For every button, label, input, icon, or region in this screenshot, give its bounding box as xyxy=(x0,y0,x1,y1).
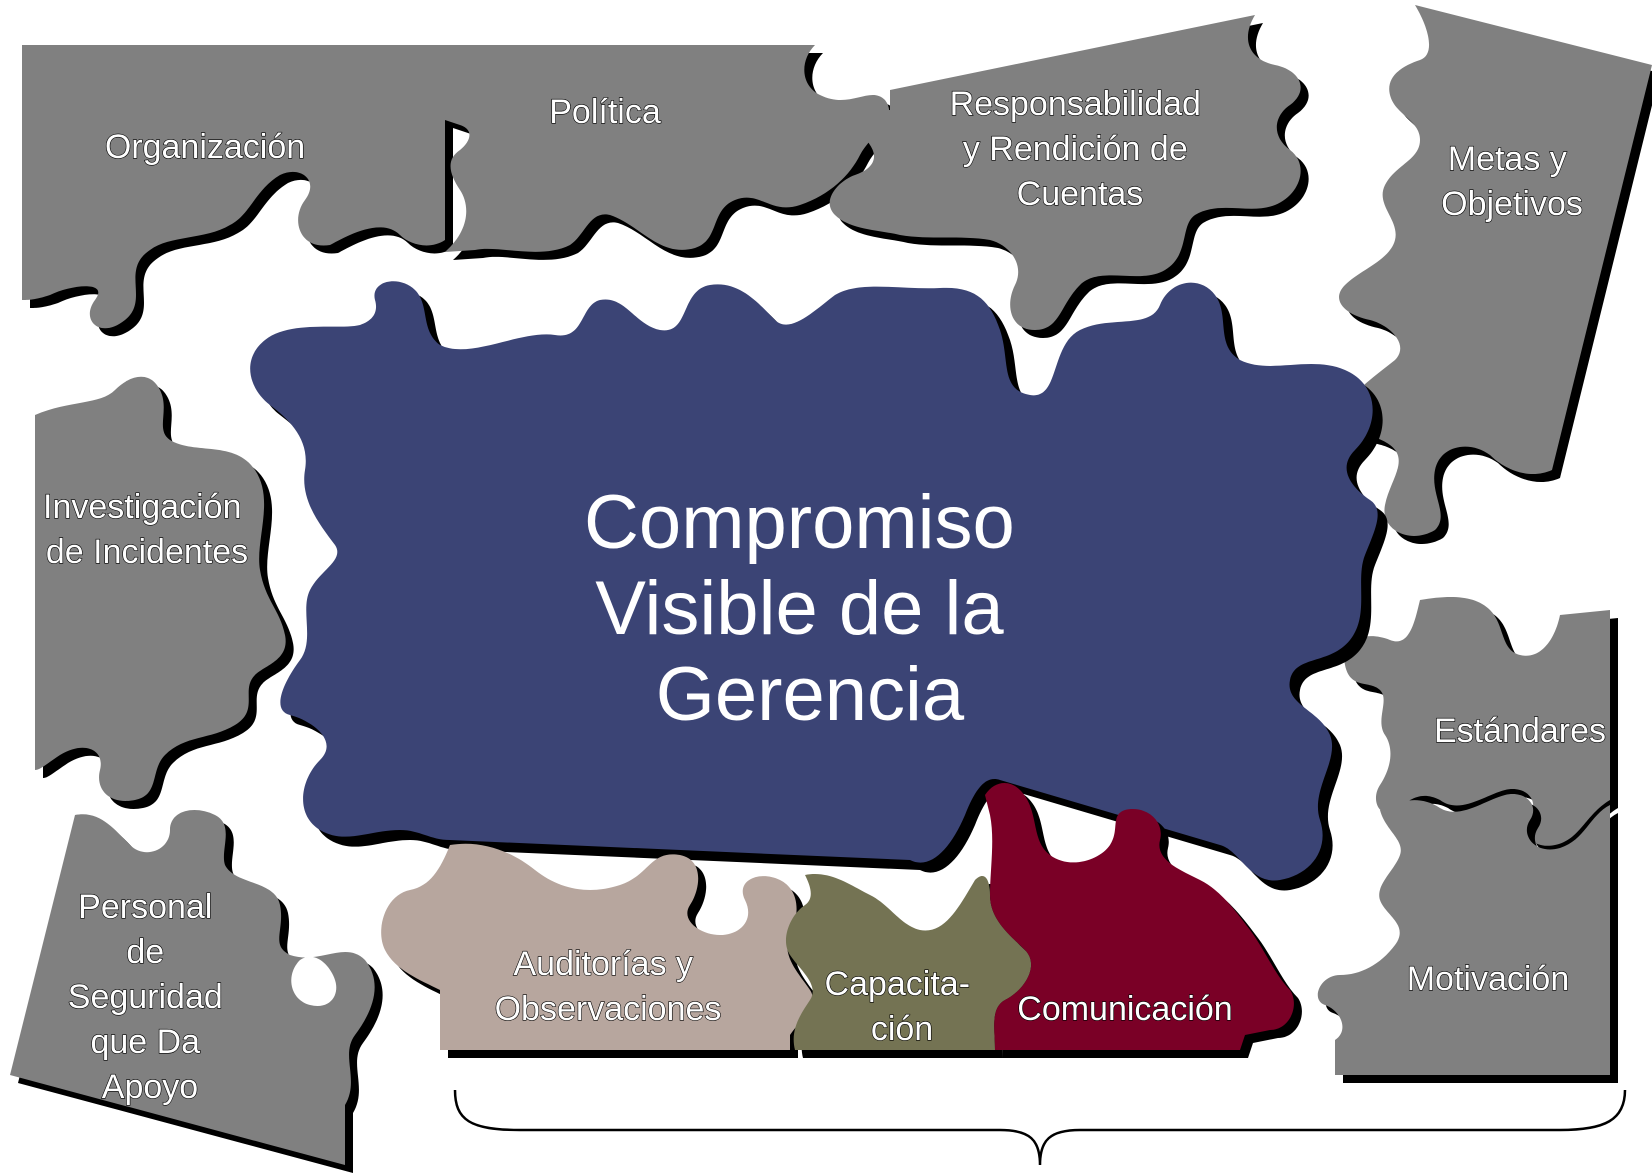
piece-comunicacion xyxy=(985,783,1302,1058)
center-line-1: Compromiso xyxy=(584,480,1015,565)
center-title: Compromiso Visible de la Gerencia xyxy=(584,480,1036,737)
label-politica: Política xyxy=(549,93,661,131)
label-responsabilidad: Responsabilidad y Rendición de Cuentas xyxy=(950,85,1211,213)
piece-compromiso-center xyxy=(250,281,1388,891)
curly-brace-icon xyxy=(453,1089,1627,1166)
piece-responsabilidad xyxy=(829,15,1309,338)
label-capacitacion: Capacita- ción xyxy=(825,965,980,1048)
piece-capacitacion xyxy=(785,874,1040,1058)
piece-organizacion xyxy=(22,45,453,337)
piece-personal xyxy=(10,810,383,1173)
center-line-2: Visible de la xyxy=(595,566,1004,651)
label-personal: Personal de Seguridad que Da Apoyo xyxy=(68,888,232,1106)
label-comunicacion: Comunicación xyxy=(1017,990,1232,1028)
label-motivacion: Motivación xyxy=(1407,960,1570,998)
piece-estandares xyxy=(1344,597,1618,854)
piece-metas xyxy=(1339,5,1652,544)
label-investigacion: Investigación de Incidentes xyxy=(43,488,251,571)
center-line-3: Gerencia xyxy=(656,652,965,737)
piece-politica xyxy=(445,45,898,260)
piece-investigacion xyxy=(35,376,294,809)
label-estandares: Estándares xyxy=(1434,712,1606,750)
label-auditorias: Auditorías y Observaciones xyxy=(495,945,722,1028)
piece-auditorias xyxy=(381,843,821,1058)
label-metas: Metas y Objetivos xyxy=(1441,140,1583,223)
label-organizacion: Organización xyxy=(105,128,305,166)
piece-motivacion xyxy=(1317,794,1618,1083)
